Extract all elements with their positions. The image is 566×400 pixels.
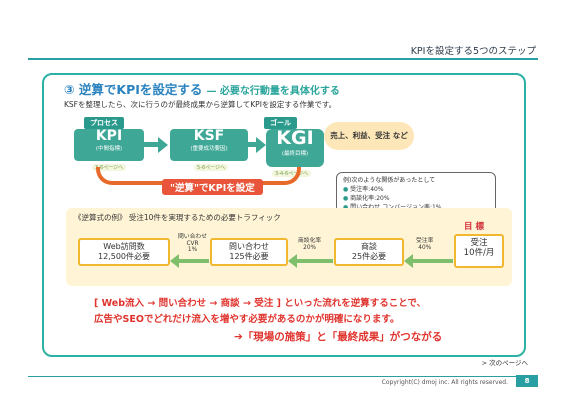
- section-heading-main: ③ 逆算でKPIを設定する: [64, 82, 203, 97]
- section-heading-sub: — 必要な行動量を具体化する: [206, 86, 340, 97]
- box-line: 商談: [361, 242, 377, 251]
- box-line: 12,500件必要: [98, 251, 150, 261]
- box-line: Web訪問数: [103, 242, 145, 251]
- arrow-shaft: [413, 259, 453, 263]
- arrow-shaft: [248, 142, 258, 147]
- box-line: 問い合わせ: [229, 242, 269, 251]
- arrow-shaft: [297, 259, 333, 263]
- kpi-box: KPI (中間指標): [74, 129, 144, 161]
- callout-item-text: 問い合わせ コンバージョン率:1%: [350, 204, 441, 211]
- page-title: KPIを設定する5つのステップ: [410, 46, 536, 57]
- deal-rate: 商談化率 20%: [298, 238, 321, 251]
- example-band: 《逆算式の例》 受注10件を実現するための必要トラフィック 目 標 Web訪問数…: [66, 208, 512, 286]
- example-callout-item: ● 商談化率:20%: [343, 194, 489, 203]
- bullet-icon: ●: [343, 195, 349, 202]
- summary-line-1: [ Web流入 → 問い合わせ → 商談 → 受注 ] といった流れを逆算するこ…: [94, 298, 427, 309]
- goal-tag: ゴール: [264, 117, 297, 129]
- cvr-rate: 問い合わせ CVR 1%: [178, 234, 207, 254]
- title-divider: [28, 58, 538, 60]
- rate-line: 受注率: [416, 238, 434, 244]
- bullet-icon: ●: [343, 186, 349, 193]
- arrow-right-icon: [158, 137, 168, 153]
- box-line: 受注: [470, 238, 488, 248]
- rate-line: 商談化率: [298, 238, 322, 244]
- inquiry-box: 問い合わせ 125件必要: [210, 238, 288, 266]
- kgi-box: KGI (最終目標): [266, 127, 324, 167]
- web-visits-box: Web訪問数 12,500件必要: [78, 238, 170, 266]
- order-rate: 受注率 40%: [416, 238, 433, 251]
- kgi-examples-bubble: 売上、利益、受注 など: [324, 122, 414, 150]
- next-page-link[interactable]: > 次のページへ: [481, 359, 528, 367]
- order-box: 受注 10件/月: [454, 234, 504, 268]
- arrow-shaft: [179, 259, 209, 263]
- arrow-left-icon: [404, 254, 413, 268]
- arrow-left-icon: [288, 254, 297, 268]
- copyright: Copyright(C) dmoj inc. All rights reserv…: [381, 379, 508, 386]
- example-title: 《逆算式の例》 受注10件を実現するための必要トラフィック: [74, 213, 281, 222]
- callout-item-text: 受注率:40%: [350, 186, 384, 193]
- kpi-caption: (中間指標): [95, 145, 123, 152]
- rate-line: 1%: [187, 247, 198, 254]
- footer-divider: [28, 376, 538, 377]
- reverse-label: "逆算"でKPIを設定: [162, 179, 263, 195]
- rate-line: CVR: [186, 240, 199, 247]
- ksf-note: 5-6ページへ: [194, 164, 229, 171]
- kpi-name: KPI: [95, 128, 123, 144]
- ksf-name: KSF: [193, 128, 225, 144]
- kgi-caption: (最終目標): [281, 150, 309, 157]
- box-line: 125件必要: [229, 251, 269, 261]
- lead-text: KSFを整理したら、次に行うのが最終成果から逆算してKPIを設定する作業です。: [64, 100, 337, 109]
- summary-line-2: 広告やSEOでどれだけ流入を増やす必要があるのかが明確になります。: [94, 314, 400, 325]
- callout-item-text: 商談化率:20%: [350, 195, 390, 202]
- example-callout: 例)次のような関係があったとして ● 受注率:40% ● 商談化率:20% ● …: [336, 172, 496, 214]
- bullet-icon: ●: [343, 204, 348, 211]
- ksf-caption: (重要成功要因): [190, 145, 228, 152]
- example-callout-item: ● 受注率:40%: [343, 185, 489, 194]
- box-line: 25件必要: [351, 251, 387, 261]
- goal-label: 目 標: [464, 222, 484, 232]
- content-card: ③ 逆算でKPIを設定する— 必要な行動量を具体化する KSFを整理したら、次に…: [42, 73, 526, 357]
- deal-box: 商談 25件必要: [334, 238, 404, 266]
- ksf-box: KSF (重要成功要因): [170, 129, 248, 161]
- box-line: 10件/月: [463, 248, 495, 259]
- section-heading: ③ 逆算でKPIを設定する— 必要な行動量を具体化する: [64, 79, 340, 98]
- rate-line: 40%: [418, 244, 432, 251]
- page-number: 8: [516, 375, 538, 387]
- rate-line: 20%: [303, 244, 317, 251]
- summary-line-3: ➔「現場の施策」と「最終成果」がつながる: [234, 331, 443, 343]
- example-callout-item: ● 問い合わせ コンバージョン率:1%: [343, 203, 489, 212]
- example-callout-title: 例)次のような関係があったとして: [343, 177, 436, 184]
- kgi-name: KGI: [276, 127, 314, 149]
- arrow-shaft: [144, 142, 160, 147]
- rate-line: 問い合わせ: [178, 234, 207, 240]
- process-tag: プロセス: [84, 117, 124, 129]
- arrow-right-icon: [256, 137, 266, 153]
- arrow-left-icon: [170, 254, 179, 268]
